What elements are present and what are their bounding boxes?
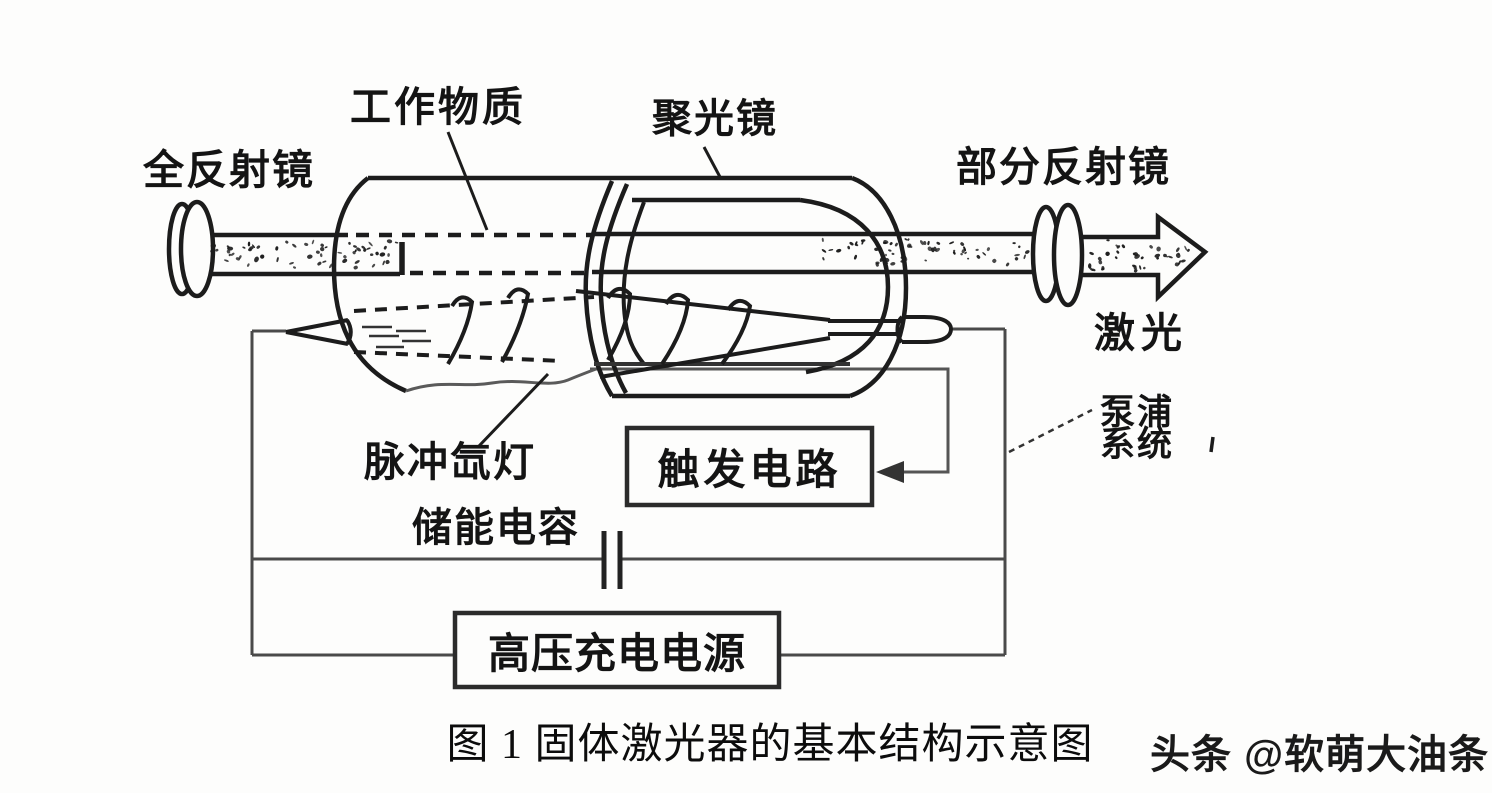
hv-power-box <box>452 610 782 690</box>
component-boxes <box>452 425 875 690</box>
leader-lines <box>446 131 1215 454</box>
outer-cylinder <box>331 175 852 394</box>
label-condenser-mirror: 聚光镜 <box>652 97 778 141</box>
trigger-wire <box>590 367 950 483</box>
laser-rod-beam <box>204 231 1046 277</box>
label-pump-system-line1: 泵浦 <box>1100 393 1175 432</box>
trigger-arrowhead <box>876 461 904 483</box>
label-storage-capacitor: 储能电容 <box>412 506 580 550</box>
label-working-medium: 工作物质 <box>350 84 526 130</box>
partial-reflector-mirror <box>1030 202 1085 308</box>
trigger-circuit-box <box>624 425 875 508</box>
hv-power-label: 高压充电电源 <box>487 629 746 677</box>
trigger-circuit-label: 触发电路 <box>657 446 842 493</box>
label-pump-system: 泵浦 系统 <box>1100 393 1175 464</box>
label-laser-output: 激光 <box>1094 310 1188 356</box>
lamp-hatching <box>362 325 431 349</box>
leader-condenser <box>702 146 722 178</box>
beam-speckles <box>210 237 1190 273</box>
total-reflector-mirror <box>166 199 216 299</box>
leader-lamp <box>477 372 550 448</box>
label-pulsed-xenon-lamp: 脉冲氙灯 <box>364 439 536 485</box>
figure-caption: 图 1 固体激光器的基本结构示意图 <box>446 722 1094 768</box>
circuit-wiring <box>250 327 1007 657</box>
leader-working-medium <box>446 131 489 231</box>
xenon-lamp <box>285 286 954 379</box>
condenser-housing <box>583 175 909 399</box>
label-pump-system-line2: 系统 <box>1100 425 1175 464</box>
stray-tick <box>1209 436 1215 453</box>
watermark-signature: 头条 @软萌大油条 <box>1150 733 1490 777</box>
label-total-reflector: 全反射镜 <box>143 147 315 193</box>
capacitor-symbol <box>601 531 623 589</box>
leader-pump-system <box>1008 408 1093 454</box>
label-partial-reflector: 部分反射镜 <box>956 144 1171 190</box>
